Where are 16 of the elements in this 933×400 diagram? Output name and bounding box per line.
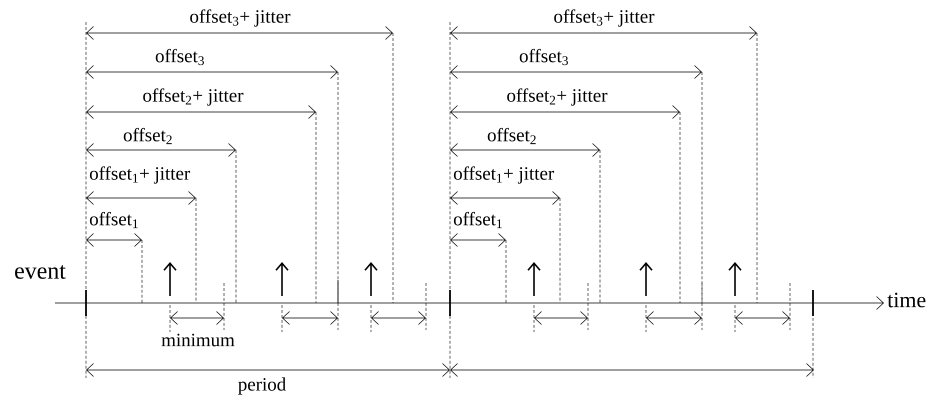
- dimension-label: offset$_{1}$+ jitter: [90, 166, 190, 184]
- dimension-label: offset$_{2}$: [488, 128, 536, 144]
- dimension-label: offset$_{3}$: [520, 48, 568, 66]
- axis-label: event: [15, 265, 66, 279]
- dimension-label: offset$_{1}$: [90, 212, 138, 228]
- dimension-label: offset$_{2}$: [124, 128, 172, 144]
- dimension-label: offset$_{2}$+ jitter: [143, 88, 244, 106]
- dimension-label: offset$_{3}$: [156, 48, 204, 66]
- dimension-label: period: [238, 377, 286, 395]
- axis-label: time: [887, 292, 926, 308]
- dimension-label: offset$_{3}$+ jitter: [190, 9, 290, 27]
- dimension-label: minimum: [162, 334, 235, 346]
- dimension-label: offset$_{1}$: [454, 212, 502, 228]
- dimension-label: offset$_{1}$+ jitter: [454, 166, 554, 184]
- dimension-label: offset$_{2}$+ jitter: [507, 88, 608, 106]
- dimension-label: offset$_{3}$+ jitter: [554, 9, 654, 27]
